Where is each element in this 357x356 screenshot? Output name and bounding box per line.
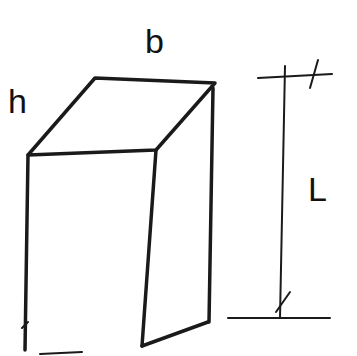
dimension-label: L — [308, 172, 327, 206]
front-left-edge — [25, 155, 28, 350]
dimension-label: b — [145, 24, 164, 58]
dimension-line — [228, 60, 332, 318]
front-right-edge — [142, 150, 156, 346]
bottom-front-edge — [40, 352, 82, 354]
bottom-edge — [142, 322, 208, 346]
back-right-edge — [209, 88, 213, 322]
corner-mark — [22, 322, 28, 328]
dimension-label: h — [8, 84, 27, 118]
top-face — [28, 78, 215, 155]
